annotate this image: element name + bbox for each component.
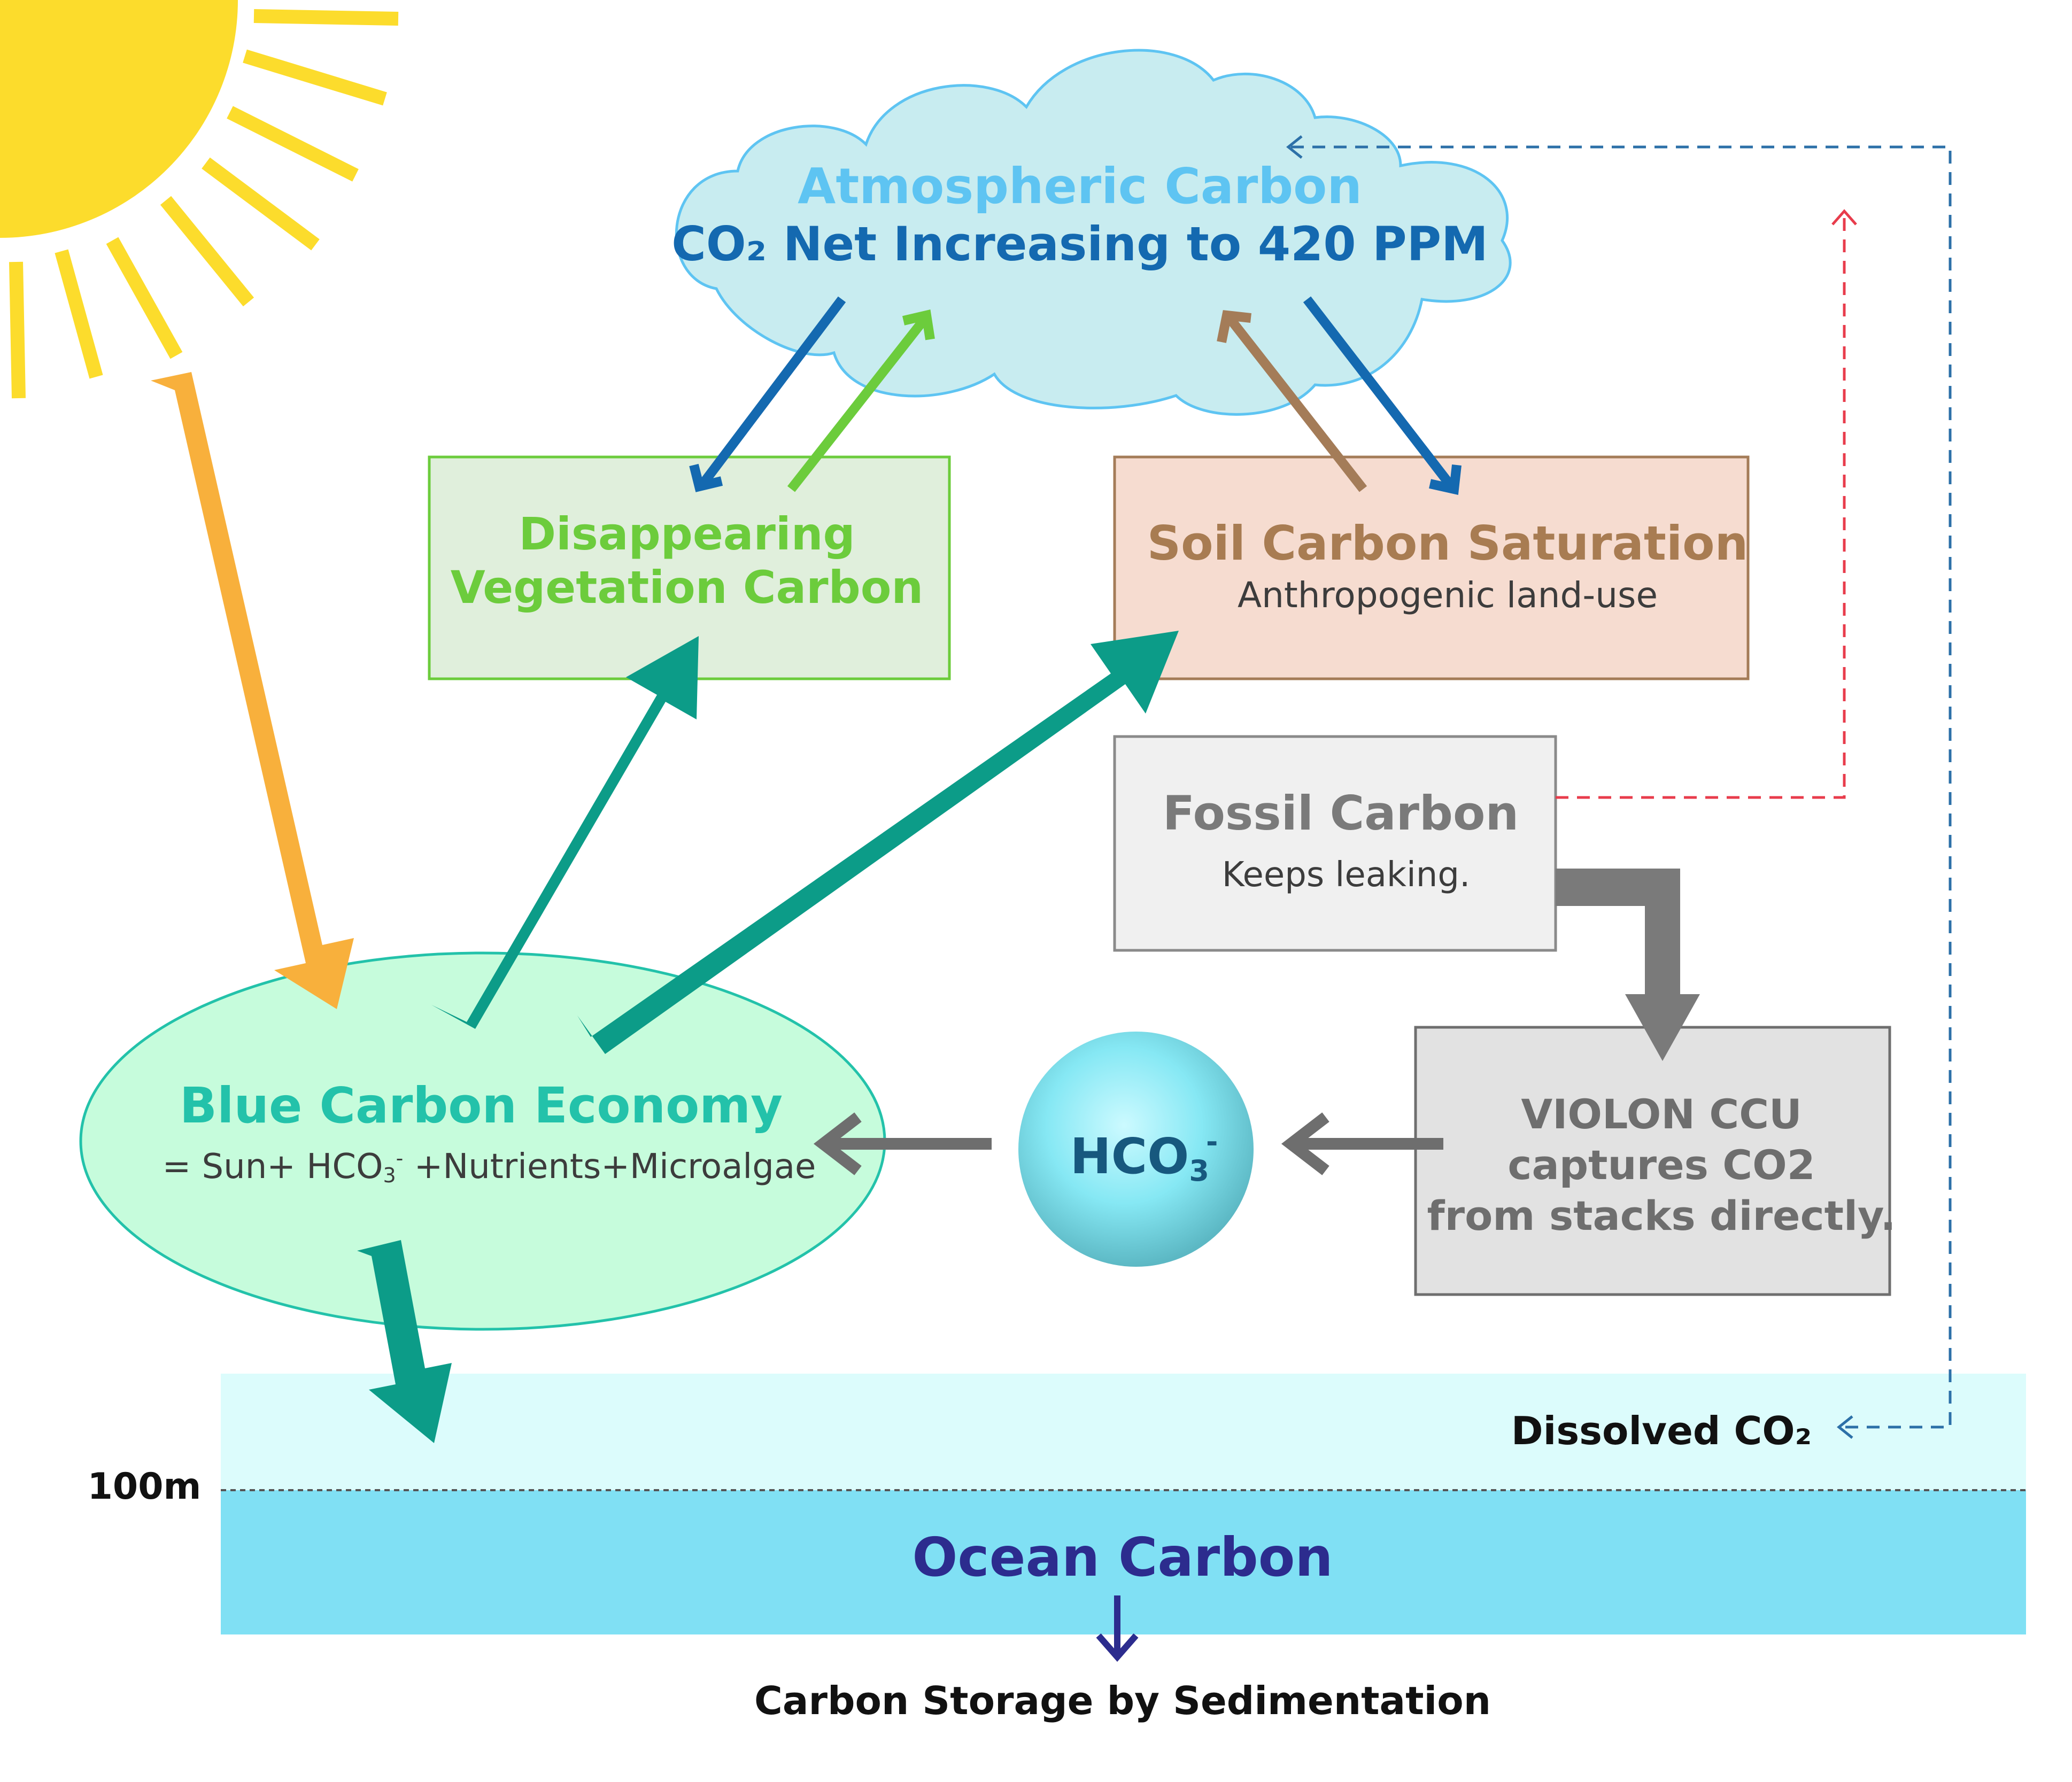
atmospheric-carbon-subtitle: CO₂ Net Increasing to 420 PPM [671, 216, 1488, 272]
blue-carbon-title: Blue Carbon Economy [179, 1077, 783, 1134]
atmosphere-to-soil-arrow [1303, 296, 1462, 495]
formula-superscript: - [396, 1146, 404, 1170]
violon-ccu-box [1414, 1026, 1891, 1296]
violon-ccu-line3: from stacks directly. [1427, 1192, 1896, 1239]
dissolved-co2-label: Dissolved CO₂ [1511, 1408, 1812, 1453]
vegetation-to-atmosphere-arrow [787, 309, 935, 492]
fossil-carbon-subtitle: Keeps leaking. [1221, 855, 1471, 895]
formula-subscript: 3 [383, 1164, 396, 1187]
blue-to-ocean-arrow [357, 1240, 452, 1443]
carbon-storage-label: Carbon Storage by Sedimentation [754, 1678, 1491, 1723]
violon-ccu-line2: captures CO2 [1507, 1141, 1815, 1189]
deep-ocean-layer [221, 1490, 2026, 1634]
sun-icon [0, 0, 399, 399]
bicarbonate-superscript: - [1205, 1125, 1218, 1159]
fossil-to-ccu-arrow [1556, 869, 1700, 1061]
blue-carbon-formula: = Sun+ HCO3- +Nutrients+Microalgae [163, 1146, 816, 1187]
vegetation-label-line2: Vegetation Carbon [450, 561, 924, 614]
bicarbonate-label: HCO3- [1070, 1125, 1218, 1188]
fossil-leak-dashed-arrow [1556, 214, 1846, 799]
bicarbonate-sphere [1018, 1032, 1254, 1267]
ccu-to-bicarbonate-arrow [1281, 1112, 1443, 1175]
bicarbonate-subscript: 3 [1189, 1154, 1209, 1188]
blue-to-vegetation-arrow [431, 636, 699, 1029]
soil-to-atmosphere-arrow [1217, 310, 1367, 492]
formula-suffix: +Nutrients+Microalgae [403, 1147, 816, 1187]
sunlight-arrow [151, 372, 354, 1009]
bicarbonate-to-blue-carbon-arrow [813, 1112, 992, 1175]
bicarbonate-base: HCO [1070, 1128, 1189, 1185]
ocean-dissolve-dashed-arrow [1291, 145, 1952, 1429]
vegetation-label-line1: Disappearing [519, 508, 855, 560]
atmosphere-to-vegetation-arrow [689, 296, 846, 492]
soil-carbon-box [1113, 455, 1750, 680]
fossil-carbon-title: Fossil Carbon [1162, 786, 1519, 841]
dissolved-arrowhead [1836, 1415, 1853, 1439]
violon-ccu-line1: VIOLON CCU [1521, 1090, 1802, 1138]
surface-ocean-layer [221, 1374, 2026, 1490]
sedimentation-arrow [1096, 1595, 1139, 1662]
soil-carbon-subtitle: Anthropogenic land-use [1237, 575, 1658, 616]
fossil-carbon-box [1113, 735, 1557, 952]
atmosphere-dissolve-arrowhead [1286, 135, 1303, 159]
ocean-carbon-title: Ocean Carbon [912, 1526, 1333, 1589]
soil-carbon-title: Soil Carbon Saturation [1147, 516, 1749, 571]
fossil-leak-arrowhead [1831, 209, 1857, 226]
formula-prefix: = Sun+ HCO [162, 1147, 383, 1187]
blue-to-soil-arrow [577, 631, 1179, 1054]
atmospheric-carbon-title: Atmospheric Carbon [798, 158, 1362, 215]
atmosphere-cloud [675, 49, 1512, 416]
depth-label: 100m [87, 1466, 202, 1508]
